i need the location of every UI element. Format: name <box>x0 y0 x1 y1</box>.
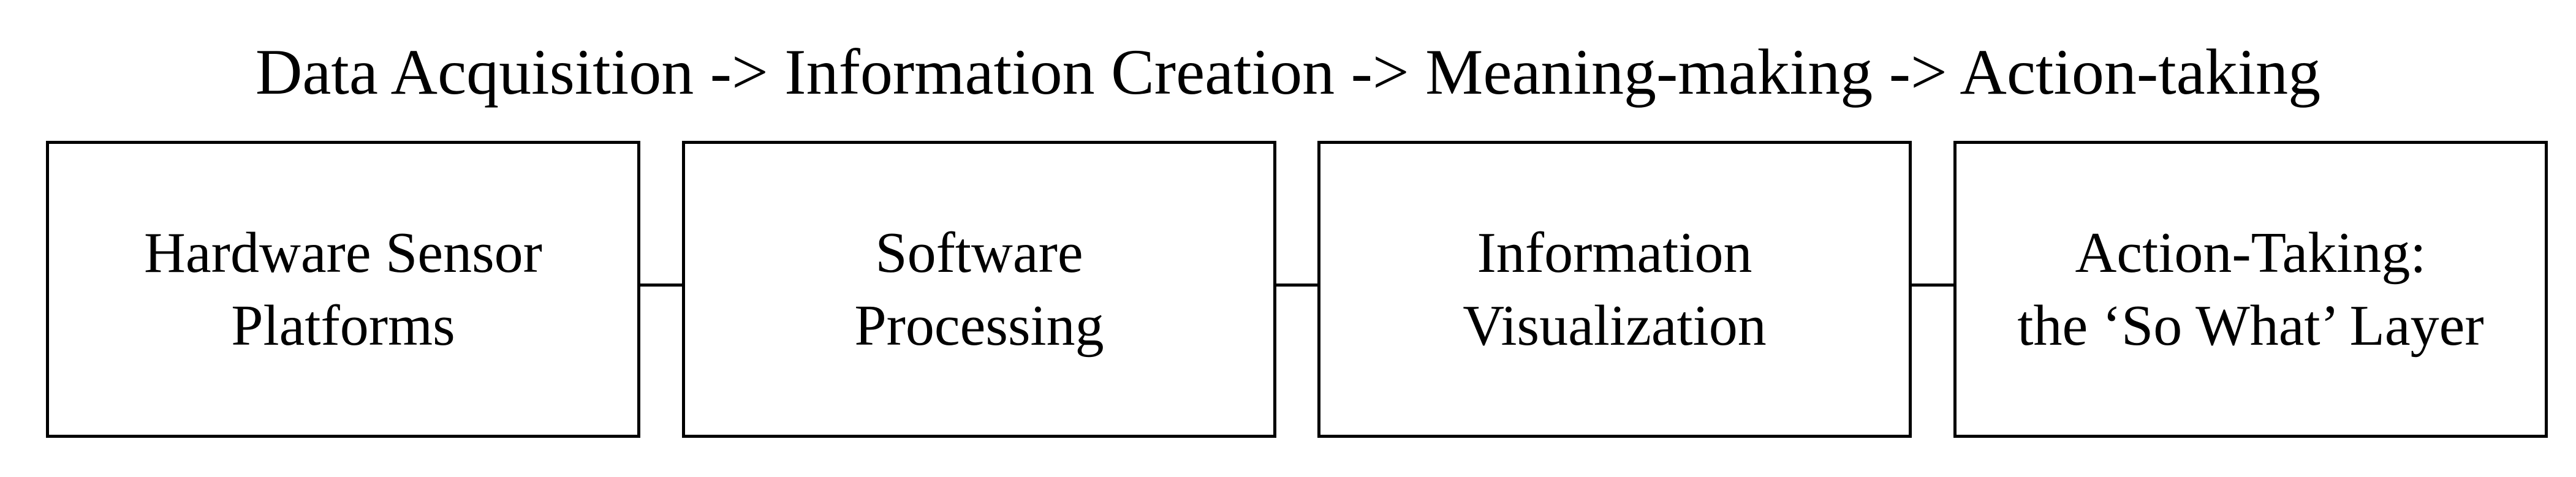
connector-line <box>1276 284 1318 287</box>
stage-box-hardware-sensor-platforms: Hardware Sensor Platforms <box>46 141 640 438</box>
stage-label-line-2: Platforms <box>231 293 455 358</box>
stage-box-information-visualization: Information Visualization <box>1317 141 1912 438</box>
stage-box-software-processing: Software Processing <box>682 141 1276 438</box>
stage-label-line-2: Processing <box>854 293 1104 358</box>
stage-label-line-1: Action-Taking: <box>2075 221 2426 285</box>
stage-label-line-1: Software <box>875 221 1083 285</box>
connector-line <box>1912 284 1953 287</box>
stage-label-line-1: Hardware Sensor <box>144 221 542 285</box>
stage-box-action-taking: Action-Taking: the ‘So What’ Layer <box>1953 141 2548 438</box>
stage-label-line-1: Information <box>1477 221 1752 285</box>
pipeline-header: Data Acquisition -> Information Creation… <box>255 36 2321 108</box>
connector-line <box>640 284 682 287</box>
stage-label-line-2: Visualization <box>1463 293 1767 358</box>
stage-label-line-2: the ‘So What’ Layer <box>2017 293 2484 358</box>
